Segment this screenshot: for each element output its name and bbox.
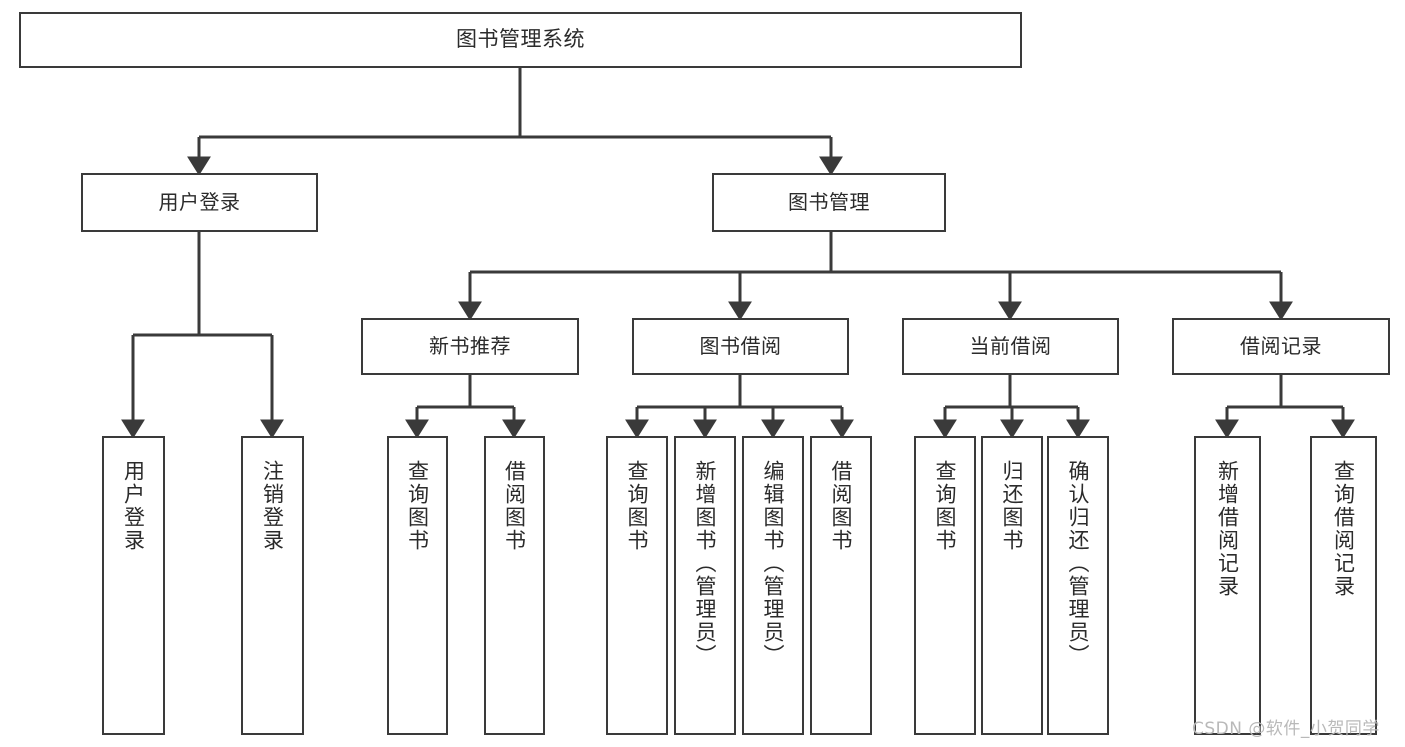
node-user-login[interactable]: 用户登录 — [81, 173, 318, 232]
node-label: 借阅图书 — [502, 460, 527, 552]
node-label: 注销登录 — [260, 460, 285, 552]
leaf-current-borrow-confirm-return[interactable]: 确认归还（管理员） — [1047, 436, 1109, 735]
node-new-book-recommend[interactable]: 新书推荐 — [361, 318, 579, 375]
node-book-borrow[interactable]: 图书借阅 — [632, 318, 849, 375]
node-label: 图书管理 — [788, 190, 870, 215]
node-label: 用户登录 — [121, 460, 146, 552]
node-label: 新增借阅记录 — [1215, 460, 1240, 598]
node-label: 用户登录 — [158, 190, 241, 215]
node-label: 图书管理系统 — [456, 27, 585, 52]
leaf-book-borrow-borrow-book[interactable]: 借阅图书 — [810, 436, 872, 735]
node-label: 新书推荐 — [429, 334, 511, 359]
leaf-book-borrow-query-book[interactable]: 查询图书 — [606, 436, 668, 735]
leaf-user-login-login[interactable]: 用户登录 — [102, 436, 165, 735]
node-label: 确认归还（管理员） — [1066, 460, 1091, 667]
node-label: 查询图书 — [933, 460, 958, 552]
leaf-new-book-query-book[interactable]: 查询图书 — [387, 436, 448, 735]
leaf-new-book-borrow-book[interactable]: 借阅图书 — [484, 436, 545, 735]
leaf-borrow-record-query-record[interactable]: 查询借阅记录 — [1310, 436, 1377, 735]
leaf-current-borrow-return-book[interactable]: 归还图书 — [981, 436, 1043, 735]
node-label: 查询图书 — [625, 460, 650, 552]
node-label: 图书借阅 — [699, 334, 782, 359]
node-label: 查询图书 — [405, 460, 430, 552]
node-label: 当前借阅 — [969, 334, 1052, 359]
node-current-borrow[interactable]: 当前借阅 — [902, 318, 1119, 375]
leaf-user-login-logout[interactable]: 注销登录 — [241, 436, 304, 735]
node-label: 新增图书（管理员） — [693, 460, 718, 667]
node-label: 借阅记录 — [1240, 334, 1322, 359]
node-borrow-record[interactable]: 借阅记录 — [1172, 318, 1390, 375]
leaf-book-borrow-edit-book[interactable]: 编辑图书（管理员） — [742, 436, 804, 735]
node-label: 查询借阅记录 — [1331, 460, 1356, 598]
csdn-watermark: CSDN @软件_小贺同学 — [1192, 719, 1380, 739]
node-book-management[interactable]: 图书管理 — [712, 173, 946, 232]
node-root-system[interactable]: 图书管理系统 — [19, 12, 1022, 68]
node-label: 编辑图书（管理员） — [761, 460, 786, 667]
leaf-borrow-record-add-record[interactable]: 新增借阅记录 — [1194, 436, 1261, 735]
node-label: 借阅图书 — [829, 460, 854, 552]
node-label: 归还图书 — [1000, 460, 1025, 552]
leaf-current-borrow-query-book[interactable]: 查询图书 — [914, 436, 976, 735]
leaf-book-borrow-add-book[interactable]: 新增图书（管理员） — [674, 436, 736, 735]
